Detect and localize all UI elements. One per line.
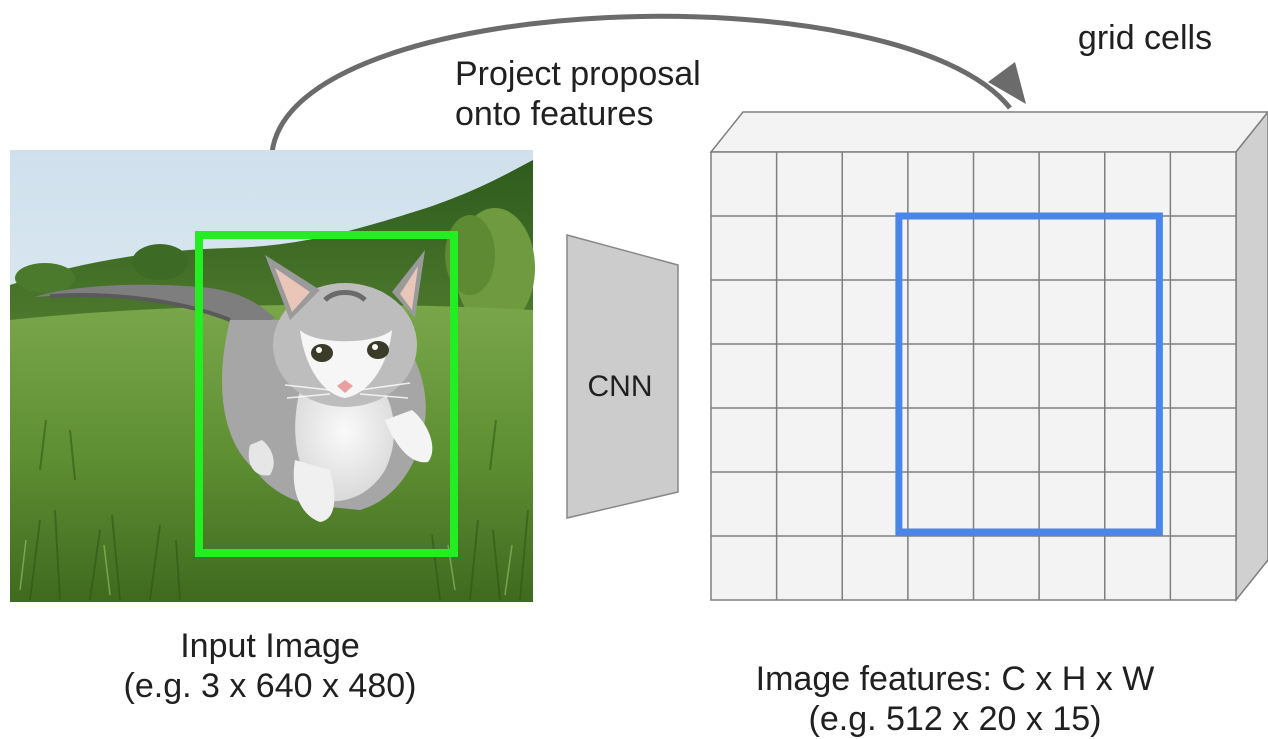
feature-volume-top-face — [709, 111, 1268, 153]
projected-feature-box — [895, 212, 1163, 536]
project-label-line-2: onto features — [455, 95, 654, 133]
cnn-label: CNN — [587, 370, 653, 403]
features-caption-line-1: Image features: C x H x W — [755, 660, 1155, 698]
grid-cells-label: grid cells — [1040, 0, 1250, 58]
feature-volume-side-face — [1235, 110, 1268, 603]
diagram-canvas: grid cells Project proposal onto feature… — [10, 0, 1268, 738]
input-caption-line-1: Input Image — [180, 627, 360, 665]
input-caption-line-2: (e.g. 3 x 640 x 480) — [123, 667, 417, 705]
projection-arrow — [269, 13, 1012, 154]
feature-grid — [710, 151, 1237, 601]
project-proposal-label: Project proposal onto features — [455, 54, 775, 134]
image-features-caption: Image features: C x H x W (e.g. 512 x 20… — [730, 659, 1180, 739]
grid-cells-label-line-1: grid cells — [1077, 19, 1213, 57]
projection-arrowhead — [988, 62, 1026, 104]
region-proposal-box — [195, 231, 458, 557]
project-label-line-1: Project proposal — [455, 55, 701, 93]
input-image-caption: Input Image (e.g. 3 x 640 x 480) — [110, 626, 430, 706]
features-caption-line-2: (e.g. 512 x 20 x 15) — [808, 700, 1102, 738]
kitten-in-grass-photo — [10, 150, 535, 602]
diagram-svg — [10, 13, 1268, 603]
cnn-block — [566, 234, 679, 519]
